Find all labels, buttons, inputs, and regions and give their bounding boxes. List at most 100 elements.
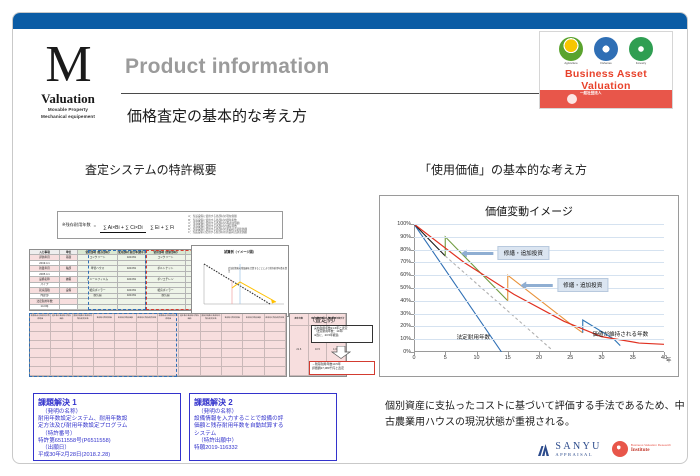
table-header-cell: 経年後の各部材の残存価額 <box>51 314 73 323</box>
forestry-icon <box>629 37 653 61</box>
fisheries-label: Fisheries <box>600 61 612 65</box>
table-cell <box>60 260 78 267</box>
chart-y-tick-mark <box>411 288 414 289</box>
logo-subtitle-line1: Movable Property <box>47 107 89 112</box>
table-cell <box>72 322 94 332</box>
table-cell <box>115 340 137 350</box>
left-section-heading: 査定システムの特許概要 <box>85 163 217 177</box>
table-cell: 評価年月 <box>30 255 60 261</box>
table-cell: 14.0年 <box>30 304 60 310</box>
table-cell: 設備 <box>60 288 78 294</box>
table-cell <box>60 299 78 305</box>
table-cell <box>60 293 78 300</box>
table-cell <box>78 299 118 305</box>
value-change-chart: 価値変動イメージ 0%10%20%30%40%50%60%70%80%90%10… <box>379 195 679 377</box>
assessment-line: （法定耐用年数：14年） <box>314 329 346 334</box>
formula-note: E：当該設備に使用する各部材の新品時点調達価額 <box>188 228 248 232</box>
chart-y-tick-mark <box>411 326 414 328</box>
table-cell <box>30 358 52 368</box>
table-cell <box>200 358 222 368</box>
table-cell <box>136 331 158 341</box>
assessment-example-title: （査定例） <box>309 318 340 324</box>
table-cell: ビニールフィルム <box>78 277 118 283</box>
chart-gridline <box>414 275 664 277</box>
table-cell <box>179 331 201 341</box>
formula-note: D：当該設備に使用する各部材の残存年数 <box>188 225 237 228</box>
table-cell <box>264 349 286 359</box>
table-cell <box>118 304 146 310</box>
table-cell <box>158 358 180 368</box>
trial-calculation-chart: 試算例（イメージ図） 追加投資後の残価額を合算することにより残存耐用年数を算定 <box>191 245 289 317</box>
table-cell: 被覆 <box>60 277 78 283</box>
table-cell <box>146 304 186 310</box>
chart-gridline <box>414 300 664 302</box>
table-cell <box>136 358 158 368</box>
table-cell <box>243 340 265 350</box>
table-cell <box>94 367 116 376</box>
page-subtitle: 価格査定の基本的な考え方 <box>127 108 308 125</box>
table-header-cell: 経年後の各部材の残存価額 <box>179 314 201 323</box>
chart-x-axis <box>414 351 664 352</box>
top-accent-bar <box>13 13 687 29</box>
table-cell <box>264 331 286 341</box>
solution-1-line: 定方法及び耐用年数設定プログラム <box>38 423 128 430</box>
bav-icon-row: Agriculture Fisheries Forestry <box>540 32 672 65</box>
chart-gridline <box>414 313 664 315</box>
chart-y-tick-mark <box>411 236 414 238</box>
bav-title: Business Asset Valuation <box>564 68 647 93</box>
table-header-cell: 新築時点の各部材の取得原価 <box>158 314 180 323</box>
table-cell <box>179 358 201 368</box>
chart-x-tick-mark <box>664 352 665 355</box>
seal-icon <box>566 94 577 104</box>
table-cell <box>94 358 116 368</box>
table-header-cell: 経年年数 <box>290 314 309 326</box>
table-cell <box>94 322 116 332</box>
mini-chart-title: 試算例（イメージ図） <box>224 250 256 254</box>
table-cell: 新築年月 <box>30 266 60 272</box>
chart-x-tick-label: 5 <box>443 355 447 361</box>
solution-2-line: （発明の名称） <box>198 409 238 415</box>
table-cell <box>222 349 244 359</box>
table-header-cell: 各部材の取得原価 <box>222 314 244 323</box>
table-header-cell: 入力事項 <box>30 250 60 256</box>
table-cell <box>94 340 116 350</box>
chart-y-tick-label: 60% <box>400 272 411 279</box>
table-cell <box>51 349 73 359</box>
chart-x-tick-mark <box>570 352 572 355</box>
table-cell <box>78 260 118 267</box>
assessment-example-box-2: →残存耐用年数10.5年 評価額27,080千円と査定 <box>309 361 375 375</box>
chart-x-tick-label: 15 <box>504 355 511 361</box>
sanyu-name: SANYU <box>555 440 602 452</box>
table-cell <box>30 340 52 350</box>
sanyu-sub: APPRAISAL <box>555 451 593 457</box>
table-cell <box>60 282 78 289</box>
chart-annotation-arrowhead <box>460 249 467 258</box>
table-cell <box>51 331 73 341</box>
table-cell <box>243 349 265 359</box>
table-cell: 単管ハウス <box>78 266 118 272</box>
table-cell <box>146 299 186 305</box>
table-cell <box>243 322 265 332</box>
mini-chart-note: 追加投資後の残価額を合算することにより残存耐用年数を算定 <box>228 268 288 273</box>
table-header-cell: 新築時点の各部材の取得原価 <box>30 314 52 323</box>
table-cell <box>158 367 180 376</box>
chart-y-tick-label: 80% <box>400 246 411 253</box>
table-cell <box>158 340 180 350</box>
table-cell <box>136 322 158 332</box>
table-cell <box>222 331 244 341</box>
table-cell <box>72 358 94 368</box>
chart-y-tick-mark <box>411 249 414 251</box>
table-cell: 内建部 <box>30 293 60 300</box>
table-cell: パイプ <box>30 282 60 289</box>
right-section-heading: 「使用価値」の基本的な考え方 <box>419 163 588 177</box>
chart-y-tick-mark <box>411 275 414 277</box>
solution-1-line: 特許第6511558号(P6511558) <box>38 437 111 444</box>
assessment-line: ※既に、20.5年経過 <box>314 332 339 337</box>
chart-series-line <box>444 255 552 350</box>
business-asset-valuation-logo: Agriculture Fisheries Forestry Business … <box>539 31 673 109</box>
chart-x-tick-mark <box>539 352 540 355</box>
chart-gridline <box>414 236 664 238</box>
chart-y-tick-mark <box>411 224 414 225</box>
table-cell: 換気扇 <box>78 293 118 300</box>
table-cell <box>115 331 137 341</box>
